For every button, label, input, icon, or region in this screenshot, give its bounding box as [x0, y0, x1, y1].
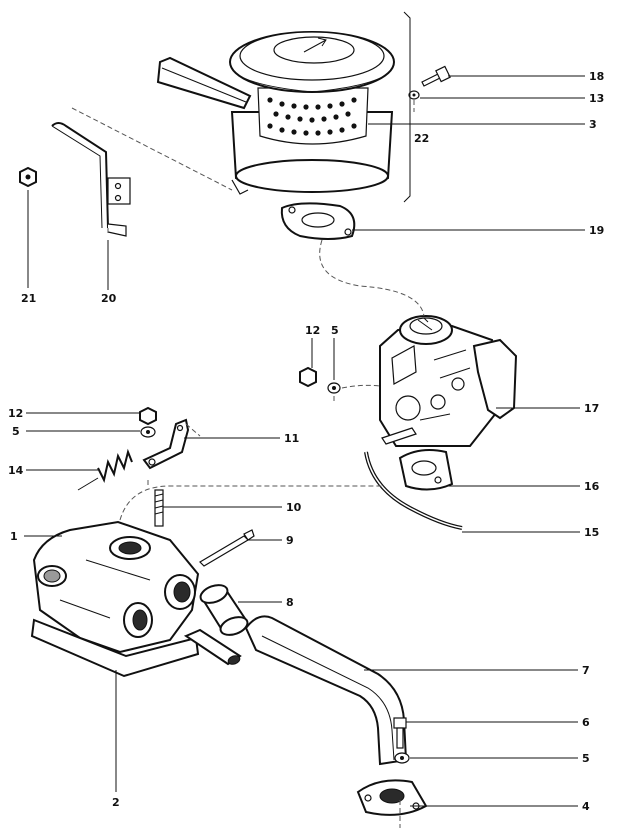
callout-8: 8: [286, 596, 294, 609]
connect-cleaner-carb: [319, 239, 425, 317]
spring-14: [77, 448, 133, 491]
callout-1: 1: [10, 530, 18, 543]
callout-5-pipe: 5: [582, 752, 590, 765]
callout-4: 4: [582, 800, 590, 813]
intake-manifold-1: [30, 520, 200, 678]
callout-18: 18: [589, 70, 604, 83]
callout-22: 22: [414, 132, 429, 145]
callout-10: 10: [286, 501, 302, 514]
air-cleaner-gasket: [280, 202, 356, 240]
callout-7: 7: [582, 664, 590, 677]
screw-18: [421, 65, 451, 87]
stud-10: [154, 489, 164, 527]
group-bracket-22: [403, 11, 411, 203]
pipe-7: [244, 615, 428, 816]
callout-5-lower: 5: [12, 425, 20, 438]
callout-13: 13: [589, 92, 604, 105]
nut-12-upper: [299, 366, 317, 388]
washer-5-lower: [140, 426, 156, 438]
callout-5-upper: 5: [331, 324, 339, 337]
sleeve-8: [199, 584, 249, 636]
washer-5-pipe: [394, 752, 410, 764]
short-tube: [183, 628, 242, 666]
callout-11: 11: [284, 432, 299, 445]
callout-16: 16: [584, 480, 600, 493]
nut-21: [19, 166, 37, 188]
bolt-6: [393, 717, 407, 749]
callout-12-upper: 12: [305, 324, 320, 337]
air-cleaner-assembly: [156, 31, 395, 195]
callout-17: 17: [584, 402, 599, 415]
callout-9: 9: [286, 534, 294, 547]
callout-12-lower: 12: [8, 407, 23, 420]
screw-9: [199, 529, 255, 567]
leader-lines: [24, 75, 585, 807]
callout-15: 15: [584, 526, 599, 539]
washer-13: [408, 90, 420, 100]
callout-6: 6: [582, 716, 590, 729]
filter-perforations: [267, 97, 357, 136]
support-bracket-20: [51, 107, 233, 237]
callout-3: 3: [589, 118, 597, 131]
carburetor-17: [379, 315, 518, 491]
callout-21: 21: [21, 292, 36, 305]
callout-14: 14: [8, 464, 24, 477]
connect-carb-manifold: [119, 480, 384, 521]
washer-5-upper: [327, 382, 341, 394]
callout-19: 19: [589, 224, 604, 237]
callout-20: 20: [101, 292, 117, 305]
nut-12-lower: [139, 406, 157, 426]
callout-2: 2: [112, 796, 120, 809]
